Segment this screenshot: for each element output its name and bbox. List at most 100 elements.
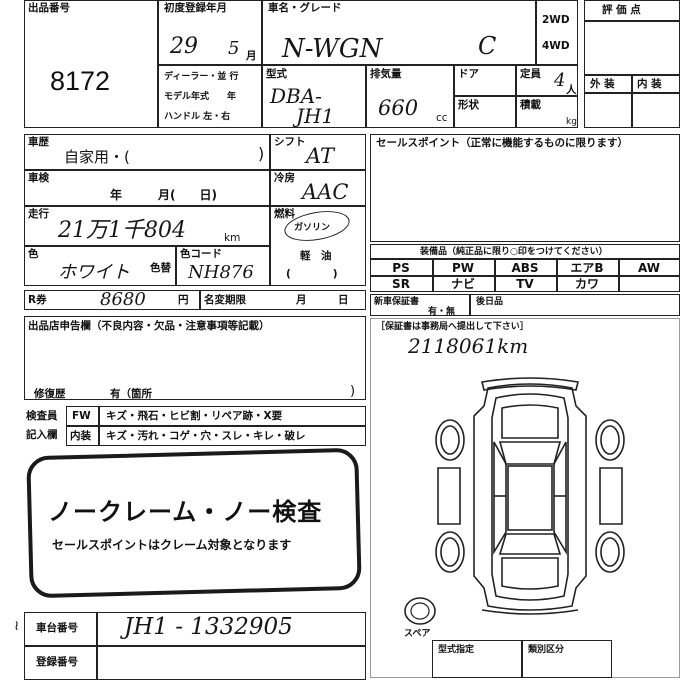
displacement-box	[366, 65, 454, 128]
shape-box	[454, 96, 516, 128]
fuel-label: 燃料	[274, 208, 295, 220]
first-registration-box	[158, 0, 262, 65]
declaration-box	[24, 316, 366, 400]
score-divider-v	[631, 74, 633, 128]
chassis-box	[24, 612, 366, 646]
inspector-title: 検査員	[26, 410, 58, 422]
category-label: 類別区分	[528, 645, 565, 655]
color-label: 色	[28, 248, 39, 260]
door-box	[454, 65, 516, 96]
type-designation-box	[432, 640, 522, 678]
car-name-label: 車名・グレード	[268, 2, 342, 14]
car-hood	[501, 404, 559, 439]
car-rear-window	[498, 533, 562, 555]
no-claim-title: ノークレーム・ノー検査	[48, 498, 323, 526]
car-body-inner	[491, 393, 569, 601]
handle-label: ハンドル 左・右	[164, 112, 231, 122]
wheel-rear-left	[435, 531, 465, 573]
usage-label: 車歴	[28, 136, 49, 148]
score-label: 評 価 点	[602, 4, 641, 16]
load-unit: kg	[566, 117, 577, 127]
equipment-item-0-4: AW	[638, 261, 660, 275]
displacement-label: 排気量	[370, 68, 402, 80]
deadline-box	[200, 290, 366, 310]
bumper-rear	[481, 609, 579, 615]
usage-value: 自家用・(	[64, 148, 130, 166]
inspector-fw-text: キズ・飛石・ヒビ割・リペア跡・X要	[106, 410, 283, 422]
ac-label: 冷房	[274, 172, 295, 184]
spare-label: スペア	[404, 629, 431, 639]
equipment-item-0-2: ABS	[511, 261, 539, 275]
equipment-col-line	[494, 258, 496, 292]
recycle-box	[24, 290, 200, 310]
dealer-label: ディーラー・並 行	[164, 72, 239, 82]
mileage-box	[24, 206, 270, 246]
lot-number-box	[24, 0, 158, 128]
mileage-label: 走行	[28, 208, 49, 220]
fuel-value: ガソリン	[294, 223, 331, 233]
equipment-row-line-1	[370, 258, 680, 260]
shift-box	[270, 134, 366, 170]
side-panel-right	[599, 467, 623, 525]
car-windshield	[498, 441, 562, 465]
inspector-title-2: 記入欄	[26, 429, 58, 441]
capacity-unit: 人	[566, 84, 577, 96]
shaken-note: ［保証書は事務局へ提出して下さい］	[376, 322, 529, 332]
shape-label: 形状	[458, 99, 479, 111]
drive-4wd-label: 4WD	[542, 40, 570, 52]
equipment-item-0-3: エアB	[570, 261, 604, 275]
mileage-unit: km	[224, 232, 241, 244]
wheel-front-left	[435, 419, 465, 461]
equipment-box	[370, 244, 680, 292]
mileage-value: 21万1千804	[58, 218, 186, 243]
fuel-light-oil: 軽 油	[300, 250, 332, 262]
deadline-text: 月 日	[296, 294, 349, 306]
lot-number-label: 出品番号	[28, 2, 70, 14]
repair-label: 修復歴	[34, 388, 66, 400]
chassis-label: 車台番号	[36, 622, 78, 634]
shift-value: AT	[306, 144, 335, 168]
color-value: ホワイト	[58, 262, 130, 283]
dealer-box	[158, 65, 262, 128]
color-code-label: 色コード	[180, 248, 222, 260]
model-year-label: モデル年式 年	[164, 92, 237, 102]
back-date-label: 後日品	[476, 297, 504, 307]
wheel-rear-right	[595, 531, 625, 573]
equipment-item-1-0: SR	[392, 277, 410, 291]
back-date-box	[470, 294, 680, 316]
car-outline-outer	[473, 383, 587, 611]
spare-tire-icon	[404, 597, 436, 625]
equipment-item-1-2: TV	[516, 277, 534, 291]
recycle-unit: 円	[178, 294, 189, 306]
margin-mark: ≀	[14, 618, 20, 634]
car-left-side	[493, 441, 507, 555]
equipment-col-line	[556, 258, 558, 292]
color-code-box	[176, 246, 270, 286]
equipment-item-0-0: PS	[392, 261, 410, 275]
displacement-unit: cc	[436, 112, 448, 124]
equipment-item-1-1: ナビ	[450, 277, 475, 291]
equipment-row-line-2	[370, 275, 680, 277]
usage-close: )	[258, 144, 265, 163]
wheel-front-right	[595, 419, 625, 461]
car-trunk	[501, 557, 559, 590]
displacement-value: 660	[378, 96, 419, 120]
car-condition-diagram	[435, 377, 625, 615]
shift-label: シフト	[274, 136, 306, 148]
drive-2wd-label: 2WD	[542, 14, 570, 26]
door-label: ドア	[458, 68, 479, 80]
type-box	[262, 65, 366, 128]
inspection-box	[24, 170, 270, 206]
inspector-int-box	[66, 426, 366, 446]
inspector-fw-box	[66, 406, 366, 426]
equipment-col-line	[618, 258, 620, 292]
load-label: 積載	[520, 99, 541, 111]
first-registration-year: 29	[170, 34, 198, 59]
inspector-fw-label: FW	[72, 410, 91, 422]
interior-label: 内 装	[637, 78, 662, 90]
inspector-int-text: キズ・汚れ・コゲ・穴・スレ・キレ・破レ	[106, 430, 306, 442]
car-name-box	[262, 0, 536, 65]
inspection-text: 年 月( 日)	[110, 188, 217, 202]
warranty-label: 新車保証書	[374, 297, 420, 307]
recycle-value: 8680	[100, 289, 146, 310]
